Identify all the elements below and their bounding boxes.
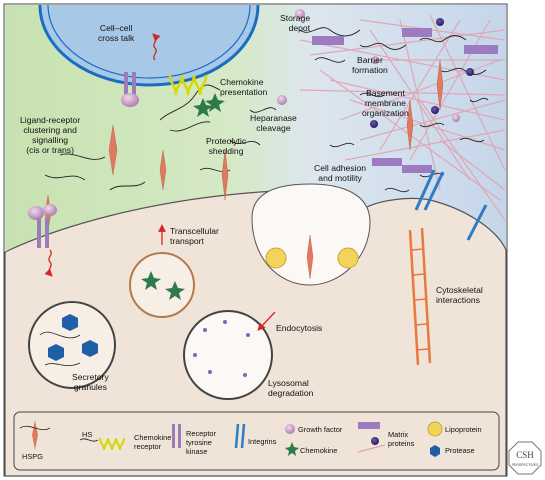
- lysosome-fragments: [193, 320, 250, 377]
- legend-lipoprotein-icon: [427, 421, 443, 437]
- signal-arrow-bottom: [44, 249, 53, 277]
- granule-proteases: [48, 314, 98, 361]
- legend-matrix-protein-icon: [357, 422, 386, 453]
- legend-integrins-label: Integrins: [248, 437, 277, 446]
- logo-text: CSH: [516, 450, 534, 460]
- legend-rtk-icon: [172, 424, 181, 448]
- neighboring-cell-membrane-inner: [47, 4, 251, 79]
- cytoskeleton-ladder: [408, 227, 432, 366]
- label-endocytosis: Endocytosis: [276, 323, 323, 333]
- lysosome: [183, 310, 273, 400]
- chemokine-cluster: [193, 93, 225, 117]
- chemokine-receptor-top: [168, 74, 208, 96]
- transcellular-vesicle: [129, 252, 195, 318]
- csh-perspectives-logo: CSH PERSPECTIVES: [508, 441, 542, 475]
- integrin-receptors: [414, 169, 488, 241]
- legend-hs-label: HS: [82, 430, 93, 439]
- legend-growth-factor-icon: [285, 424, 295, 434]
- secretory-granule: [28, 301, 116, 389]
- legend-hs-icon: [79, 438, 99, 442]
- logo-subtext: PERSPECTIVES: [512, 463, 540, 467]
- crosstalk-signal-arrow: [152, 33, 161, 61]
- legend-protease-label: Protease: [445, 446, 475, 455]
- legend-lipoprotein-label: Lipoprotein: [445, 425, 482, 434]
- legend-growth-factor-label: Growth factor: [298, 425, 343, 434]
- receptor-tyrosine-kinase-top: [121, 72, 139, 107]
- legend-chemokine-receptor-icon: [99, 437, 125, 451]
- legend-protease-icon: [430, 445, 440, 457]
- legend-chemokine-label: Chemokine: [300, 446, 338, 455]
- receptor-tyrosine-kinase-bottom: [28, 204, 57, 248]
- endocytosis-arrow: [257, 311, 276, 331]
- vesicle-chemokines: [141, 271, 185, 300]
- legend-chemokine-icon: [285, 442, 299, 456]
- neighboring-cell-membrane: [38, 4, 260, 87]
- legend-integrin-icon: [234, 423, 246, 449]
- legend-hspg-label: HSPG: [22, 452, 43, 461]
- lipoprotein-particles: [265, 247, 359, 269]
- legend-hspg-icon: [19, 420, 51, 450]
- growth-factor-dots: [277, 9, 474, 128]
- matrix-protein-bars: [312, 28, 498, 173]
- neighboring-cell: [40, 5, 258, 85]
